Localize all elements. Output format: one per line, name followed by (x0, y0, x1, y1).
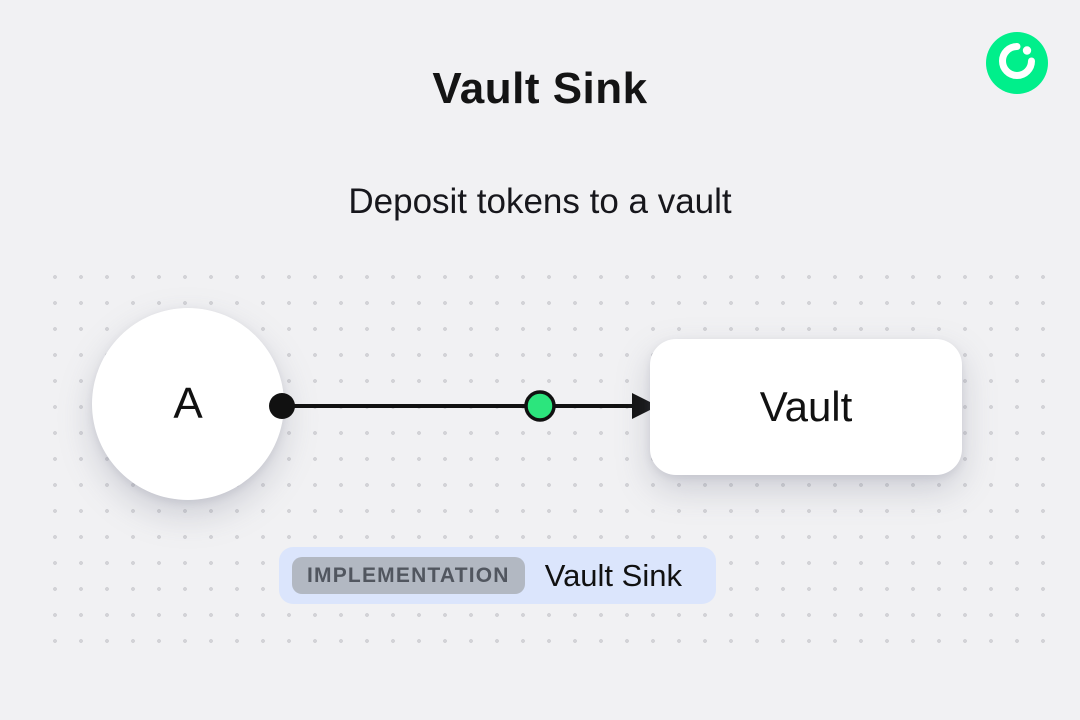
implementation-badge: IMPLEMENTATION Vault Sink (279, 547, 716, 604)
arrowhead-icon (632, 393, 658, 419)
page-title: Vault Sink (432, 64, 648, 113)
implementation-label: IMPLEMENTATION (292, 557, 525, 594)
vault-node: Vault (650, 339, 962, 475)
implementation-value: Vault Sink (544, 557, 682, 593)
stream-connector-arrow (269, 390, 658, 422)
page-subtitle: Deposit tokens to a vault (348, 182, 732, 221)
source-node: A (92, 308, 284, 500)
connector-start-dot (269, 393, 295, 419)
vault-node-label: Vault (759, 383, 853, 430)
brand-logo (986, 32, 1048, 94)
stream-dot-icon (524, 390, 556, 422)
flow-swirl-icon (998, 42, 1036, 85)
source-node-label: A (173, 379, 203, 428)
